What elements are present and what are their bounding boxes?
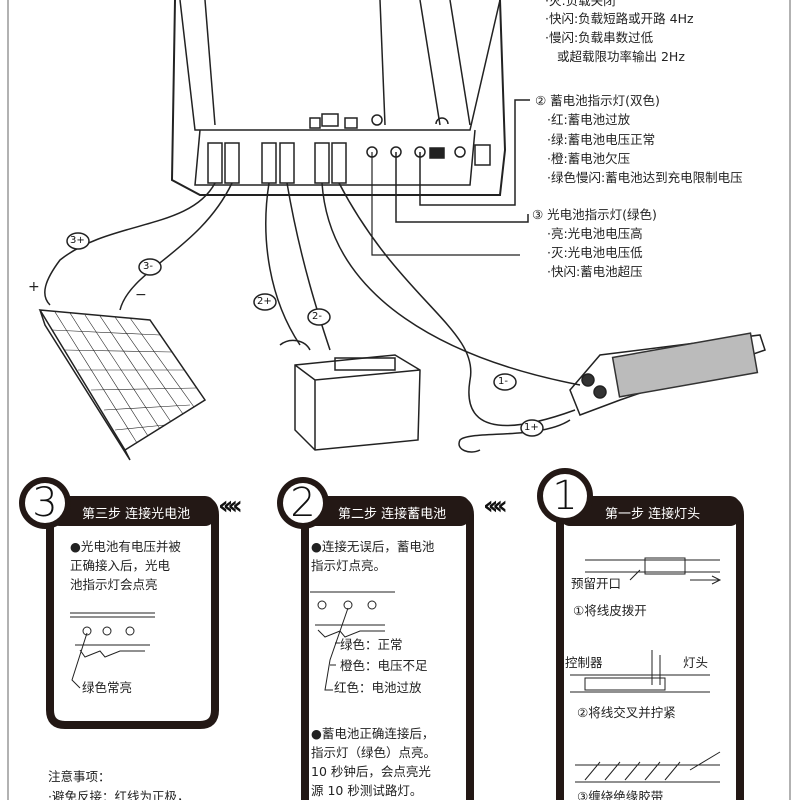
battery-indicator-title: ② 蓄电池指示灯(双色) (535, 93, 660, 108)
battery-indicator-item: ·绿:蓄电池电压正常 (547, 132, 656, 147)
step-2-number: 2 (290, 480, 316, 526)
step-2-text: ●连接无误后，蓄电池指示灯点亮。 (311, 539, 435, 573)
step-1b-text: ②将线交叉并拧紧 (577, 705, 676, 720)
solar-led-leader (395, 152, 529, 223)
wire-label-3pos: 3+ (70, 235, 85, 246)
notes-title: 注意事项： (48, 769, 111, 784)
battery-indicator-item: ·橙:蓄电池欠压 (547, 151, 631, 166)
battery-indicator-item: ·红:蓄电池过放 (547, 112, 631, 127)
label-lamp-head: 灯头 (683, 655, 709, 670)
step-3-text: ●光电池有电压并被正确接入后，光电池指示灯会点亮 (70, 539, 181, 592)
battery-drawing (279, 339, 421, 451)
battery-wire-neg (286, 182, 331, 351)
wire-label-1pos: 1+ (524, 422, 539, 433)
led-mini-diagrams (70, 557, 722, 783)
step-2-led-green: 绿色：正常 (340, 637, 403, 652)
load-indicator-item: 或超载限功率输出 2Hz (557, 49, 685, 64)
step-2-text2: ●蓄电池正确连接后，指示灯（绿色）点亮。10 秒钟后，会点亮光源 10 秒测试路… (311, 726, 437, 798)
step-3-led-label: 绿色常亮 (82, 680, 133, 695)
step-3-number: 3 (32, 480, 58, 526)
solar-indicator-title: ③ 光电池指示灯(绿色) (532, 207, 657, 222)
street-lamp-drawing (569, 332, 766, 416)
solar-indicator-item: ·亮:光电池电压高 (547, 226, 643, 241)
step-1a-text: ①将线皮拨开 (573, 603, 647, 618)
load-indicator-item: ·快闪:负载短路或开路 4Hz (545, 11, 694, 26)
step-2-title: 第二步 连接蓄电池 (338, 507, 447, 522)
battery-led-leader (419, 99, 530, 206)
label-controller: 控制器 (565, 655, 603, 670)
load-indicator-item: ·慢闪:负载串数过低 (545, 30, 654, 45)
solar-indicator-item: ·快闪:蓄电池超压 (547, 264, 643, 279)
notes-line: ·避免反接：红线为正极， (48, 789, 190, 800)
battery-wire-pos (265, 182, 301, 346)
step-arrow-chevrons: ‹‹‹‹ (483, 491, 508, 521)
step-arrow-chevrons: ‹‹‹‹ (218, 491, 243, 521)
solar-indicator-item: ·灭:光电池电压低 (547, 245, 643, 260)
step-1c-text: ③缠绕绝缘胶带 (577, 789, 664, 800)
solar-panel-drawing (38, 309, 207, 461)
step-3-title: 第三步 连接光电池 (82, 507, 191, 522)
solar-wire-neg (119, 182, 233, 311)
step-1-number: 1 (552, 473, 578, 519)
step-2-led-red: 红色：电池过放 (334, 680, 422, 695)
wire-label-2pos: 2+ (257, 296, 272, 307)
wire-label-1neg: 1- (498, 376, 508, 387)
battery-indicator-item: ·绿色慢闪:蓄电池达到充电限制电压 (547, 170, 743, 185)
lamp-wire-pos (338, 182, 576, 427)
solar-panel-grid (51, 311, 197, 444)
lamp-wire-neg (321, 182, 581, 386)
panel-minus-sign: − (135, 287, 147, 303)
label-opening: 预留开口 (571, 576, 622, 591)
load-indicator-item: ·灭:负载关闭 (545, 0, 616, 8)
wire-label-3neg: 3- (143, 261, 153, 272)
controller-drawing (170, 0, 507, 196)
wire-label-2neg: 2- (312, 311, 322, 322)
panel-plus-sign: + (28, 279, 40, 295)
step-1-title: 第一步 连接灯头 (605, 507, 701, 522)
step-2-led-orange: 橙色：电压不足 (340, 658, 428, 673)
